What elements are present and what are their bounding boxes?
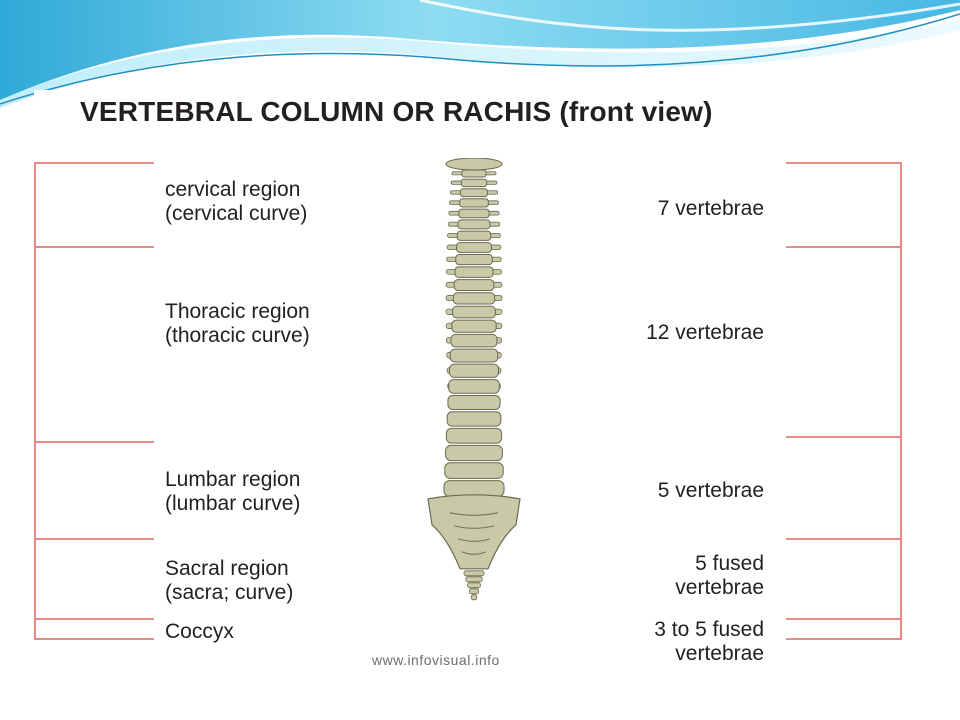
left-bracket-tick bbox=[34, 538, 154, 540]
right-bracket-tick bbox=[786, 436, 902, 438]
spine-illustration bbox=[427, 158, 521, 601]
vertebra-body bbox=[456, 230, 492, 241]
vertebra-body bbox=[459, 188, 489, 198]
count-label-lumbar: 5 vertebrae bbox=[657, 479, 764, 502]
count-label-thoracic: 12 vertebrae bbox=[646, 321, 764, 344]
right-bracket-tick bbox=[786, 618, 902, 620]
header-banner-swoosh bbox=[0, 0, 960, 108]
right-bracket-tick bbox=[786, 638, 902, 640]
region-label-cervical: cervical region(cervical curve) bbox=[165, 178, 308, 225]
vertebra-body bbox=[457, 219, 491, 230]
left-bracket-tick bbox=[34, 638, 154, 640]
right-bracket-tick bbox=[786, 538, 902, 540]
left-bracket-tick bbox=[34, 246, 154, 248]
sacrum bbox=[427, 494, 521, 570]
diagram-panel: VERTEBRAL COLUMN OR RACHIS (front view) … bbox=[34, 90, 902, 670]
left-bracket-tick bbox=[34, 162, 154, 164]
left-bracket-bar bbox=[34, 162, 36, 640]
vertebra-body bbox=[444, 462, 504, 479]
vertebra-body bbox=[448, 379, 500, 394]
vertebra-body bbox=[461, 169, 487, 178]
vertebra-body bbox=[455, 254, 493, 266]
source-credit: www.infovisual.info bbox=[372, 652, 500, 668]
vertebra-body bbox=[452, 305, 496, 319]
sacral-foramen-line bbox=[449, 512, 499, 516]
sacral-foramen-line bbox=[453, 525, 495, 529]
left-bracket-tick bbox=[34, 441, 154, 443]
coccyx-segment bbox=[463, 570, 485, 577]
right-bracket-tick bbox=[786, 162, 902, 164]
vertebra-body bbox=[448, 363, 500, 378]
right-bracket-bar bbox=[900, 162, 902, 640]
coccyx-segment bbox=[469, 588, 480, 595]
sacral-foramen-line bbox=[457, 538, 491, 542]
vertebra-body bbox=[453, 279, 495, 292]
vertebra-body bbox=[460, 178, 488, 188]
vertebra-body bbox=[451, 319, 497, 333]
sacral-foramen-line bbox=[461, 551, 487, 555]
diagram-title: VERTEBRAL COLUMN OR RACHIS (front view) bbox=[80, 96, 713, 127]
coccyx-segment bbox=[465, 576, 483, 583]
vertebra-body bbox=[452, 292, 496, 305]
vertebra-body bbox=[450, 333, 498, 348]
vertebra-body bbox=[458, 208, 490, 219]
region-label-thoracic: Thoracic region(thoracic curve) bbox=[165, 300, 310, 347]
left-bracket-tick bbox=[34, 618, 154, 620]
atlas-vertebra bbox=[445, 158, 503, 171]
vertebra-body bbox=[447, 394, 501, 411]
vertebra-body bbox=[459, 198, 489, 208]
vertebra-body bbox=[456, 242, 492, 253]
vertebra-body bbox=[445, 444, 503, 462]
region-label-coccyx: Coccyx bbox=[165, 620, 234, 643]
right-bracket-tick bbox=[786, 246, 902, 248]
coccyx-segment bbox=[470, 594, 478, 601]
count-label-cervical: 7 vertebrae bbox=[657, 197, 764, 220]
region-label-lumbar: Lumbar region(lumbar curve) bbox=[165, 468, 301, 515]
coccyx-segment bbox=[467, 582, 481, 589]
vertebra-body bbox=[454, 266, 494, 278]
vertebra-body bbox=[449, 348, 499, 363]
vertebra-body bbox=[445, 427, 503, 444]
vertebra-body bbox=[446, 411, 502, 427]
region-label-sacral: Sacral region(sacra; curve) bbox=[165, 557, 294, 604]
